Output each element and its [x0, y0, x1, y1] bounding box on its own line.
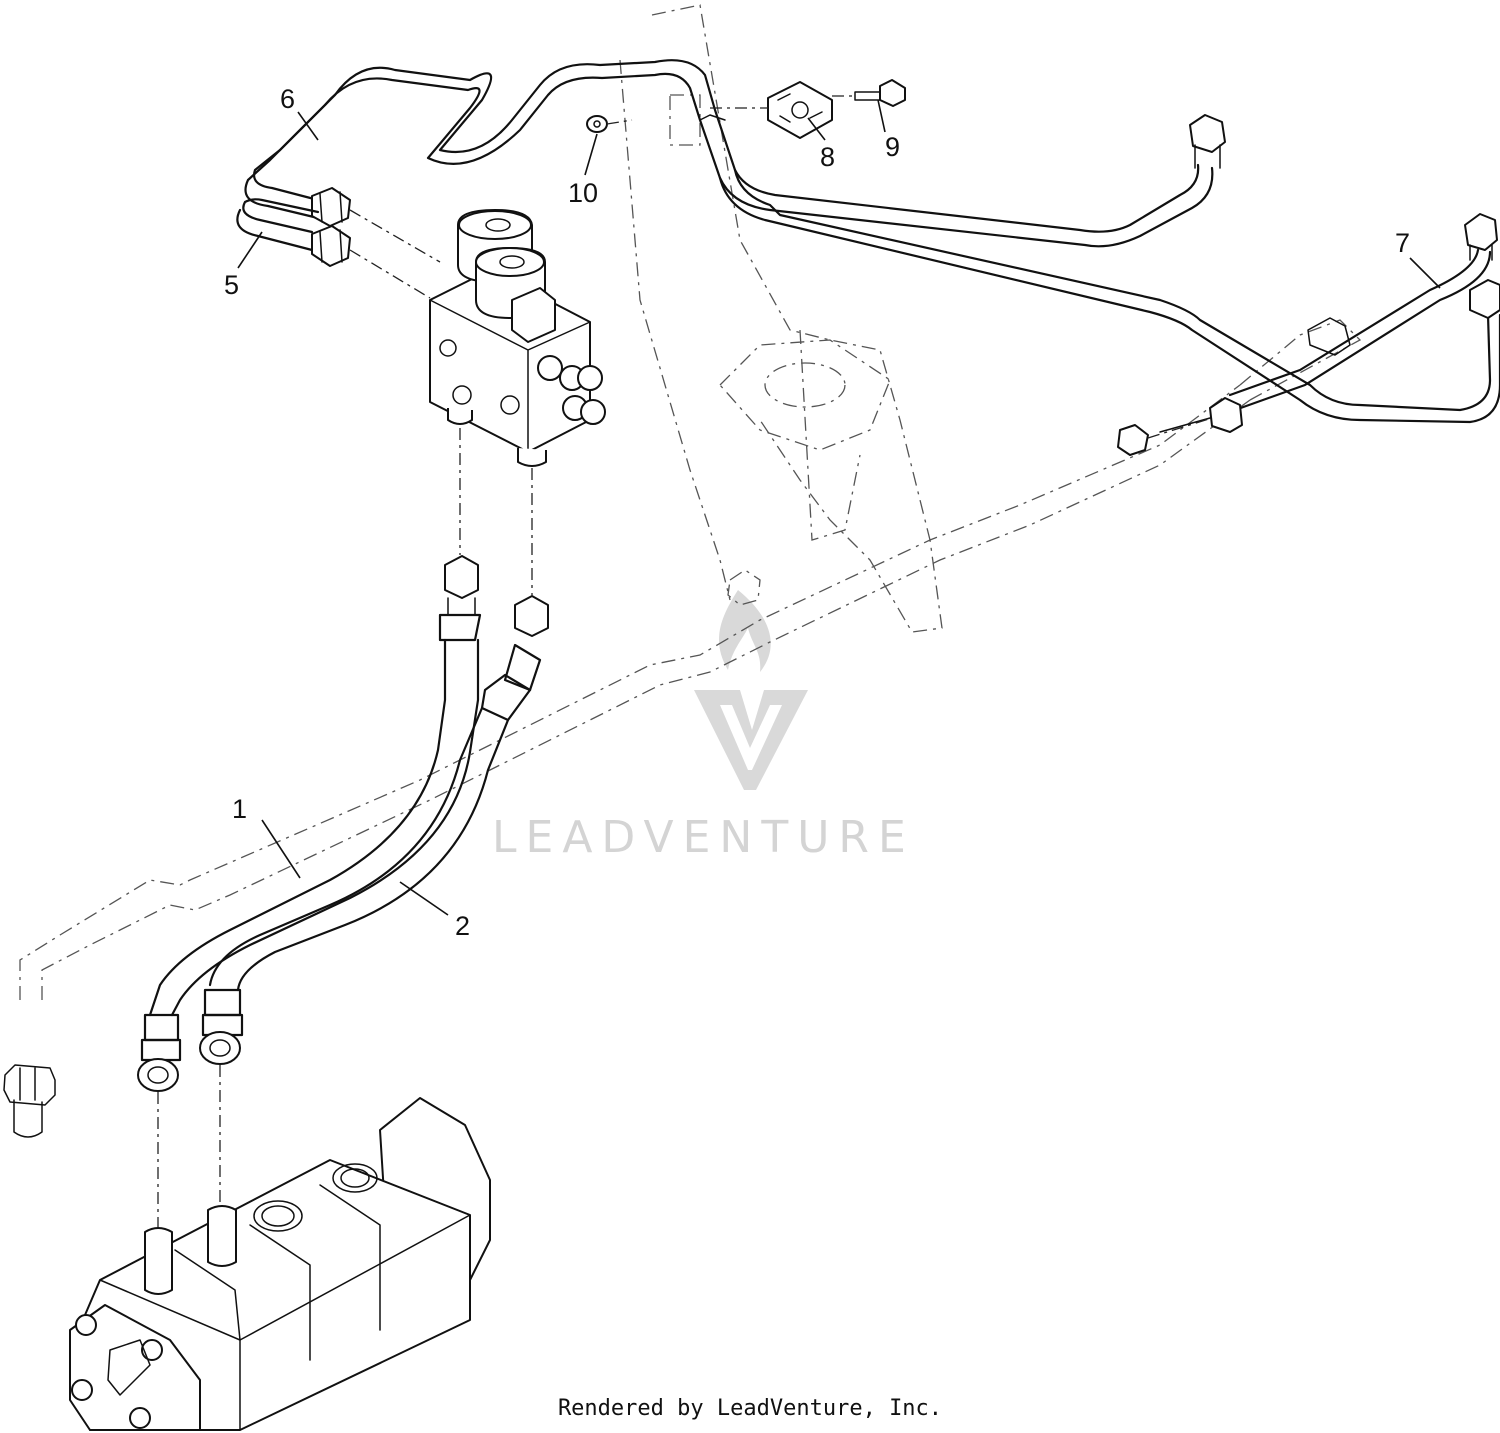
nut-10: [586, 115, 633, 133]
hose-end-fittings: [137, 988, 244, 1228]
bolt-9: [832, 79, 906, 107]
valve-block: [349, 209, 606, 595]
hydraulic-hose-1: [148, 555, 482, 1017]
callout-6: 6: [280, 84, 295, 114]
watermark-text: LEADVENTURE: [492, 812, 915, 863]
callout-1: 1: [232, 794, 247, 824]
frame-phantom-outline: [19, 4, 1362, 1000]
callout-labels: 1 2 5 6 7 8 9 10: [224, 84, 1410, 941]
frame-end-fitting: [3, 1064, 56, 1138]
rendered-by-credit: Rendered by LeadVenture, Inc.: [557, 1396, 943, 1421]
hydraulic-pump: [69, 1097, 491, 1431]
callout-9: 9: [885, 132, 900, 162]
hydraulic-tube-6: [244, 59, 1226, 248]
callout-8: 8: [820, 142, 835, 172]
hydraulic-hose-2: [208, 595, 549, 992]
callout-leaders: [237, 99, 1441, 916]
hydraulic-tube-5: [236, 198, 351, 267]
callout-5: 5: [224, 270, 239, 300]
hydraulic-tube-6-long-run: [718, 168, 1500, 424]
clamp-8: [710, 81, 833, 139]
callout-2: 2: [455, 911, 470, 941]
hydraulic-tube-7: [1117, 213, 1498, 456]
callout-7: 7: [1395, 228, 1410, 258]
leadventure-watermark-logo: LEADVENTURE: [492, 590, 915, 863]
callout-10: 10: [568, 178, 598, 208]
